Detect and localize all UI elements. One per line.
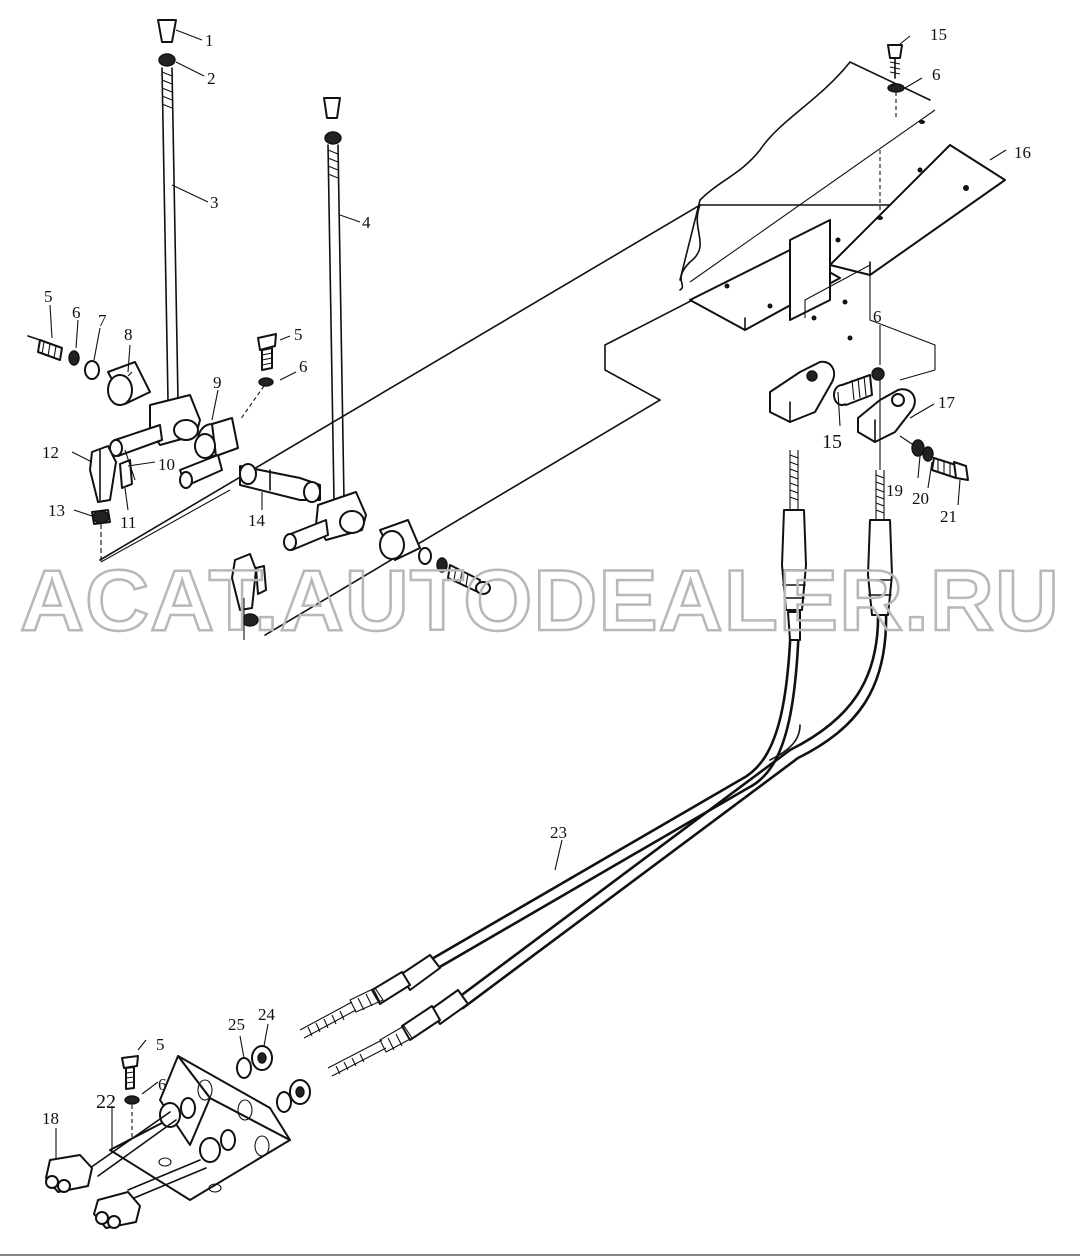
cable-end-lower-b (327, 989, 469, 1077)
clevis-bracket-left (769, 360, 836, 423)
leader-lines (49, 29, 1007, 1158)
callout-6-mid: 6 (299, 357, 308, 376)
callout-6-top: 6 (932, 65, 941, 84)
callout-6-left: 6 (72, 303, 81, 322)
callout-14: 14 (248, 511, 266, 530)
callout-15-right: 15 (822, 431, 842, 453)
callout-17: 17 (938, 393, 956, 412)
callout-6-lower: 6 (158, 1075, 167, 1094)
clevis-bracket-17 (857, 388, 916, 443)
watermark-text: ACAT.AUTODEALER.RU (20, 553, 1060, 649)
callout-3: 3 (210, 193, 219, 212)
lower-bracket-22 (45, 1045, 311, 1229)
callout-22: 22 (96, 1091, 116, 1113)
callout-11: 11 (120, 513, 136, 532)
callout-4: 4 (362, 213, 371, 232)
callout-24: 24 (258, 1005, 276, 1024)
callout-25: 25 (228, 1015, 245, 1034)
callout-15-top: 15 (930, 25, 947, 44)
callout-1: 1 (205, 31, 214, 50)
shift-lever-4 (283, 97, 367, 551)
cable-end-upper-a (781, 450, 807, 641)
shift-lever-3 (109, 19, 201, 457)
cab-floor-outline (99, 61, 936, 636)
callout-labels: 1 2 3 4 5 5 5 6 6 6 6 6 7 8 9 10 11 12 1… (42, 25, 1031, 1128)
callout-8: 8 (124, 325, 133, 344)
callout-19: 19 (886, 481, 903, 500)
control-cable-23 (299, 380, 893, 1077)
callout-23: 23 (550, 823, 567, 842)
callout-21: 21 (940, 507, 957, 526)
callout-13: 13 (48, 501, 65, 520)
callout-16: 16 (1014, 143, 1031, 162)
callout-5-mid: 5 (294, 325, 303, 344)
callout-5-lower: 5 (156, 1035, 165, 1054)
callout-5-left: 5 (44, 287, 53, 306)
shaft-assembly (27, 333, 491, 640)
callout-18: 18 (42, 1109, 59, 1128)
callout-10: 10 (158, 455, 175, 474)
callout-12: 12 (42, 443, 59, 462)
cable-end-lower-a (299, 954, 441, 1039)
callout-20: 20 (912, 489, 929, 508)
bushing-15 (833, 374, 873, 406)
callout-7: 7 (98, 311, 107, 330)
bracket-plate-16 (689, 144, 1006, 381)
callout-9: 9 (213, 373, 222, 392)
cable-end-upper-b (867, 380, 893, 616)
bolt-15-top (877, 44, 925, 220)
callout-2: 2 (207, 69, 216, 88)
bolt-21-washers (871, 367, 969, 481)
callout-6-right: 6 (873, 307, 882, 326)
